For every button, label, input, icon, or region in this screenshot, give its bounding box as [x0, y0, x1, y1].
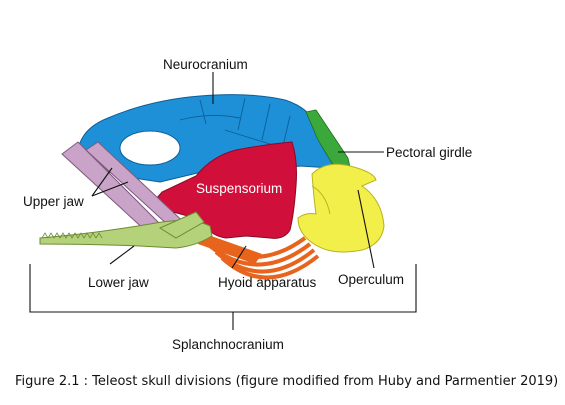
- suspensorium-region: [149, 141, 297, 239]
- upper-jaw-leader-2: [91, 181, 129, 197]
- upper-jaw-leader: [91, 167, 113, 197]
- figure-caption: Figure 2.1 : Teleost skull divisions (fi…: [15, 374, 558, 389]
- neurocranium-suture: [179, 97, 291, 151]
- opercular-notch: [311, 185, 331, 215]
- operculum-shape: [297, 163, 385, 253]
- operculum-label: Operculum: [338, 272, 404, 287]
- hyoid-ceratohyal: [198, 232, 262, 264]
- hyoid-apparatus-leader: [231, 245, 247, 269]
- pectoral-girdle-label: Pectoral girdle: [386, 145, 472, 160]
- hyoid-apparatus-label: Hyoid apparatus: [218, 275, 317, 290]
- hyoid-arc: [220, 254, 320, 280]
- operculum-region: [297, 163, 385, 253]
- suspensorium-label: Suspensorium: [196, 181, 282, 196]
- lower-jaw-leader: [109, 245, 135, 265]
- operculum-leader: [357, 189, 375, 269]
- splanchnocranium-bracket: [29, 264, 417, 313]
- lower-jaw-region: [39, 211, 213, 249]
- splanchnocranium-label: Splanchnocranium: [172, 337, 284, 352]
- lower-jaw-label: Lower jaw: [88, 275, 149, 290]
- orbit: [119, 130, 181, 166]
- hyoid-apparatus-region: [198, 232, 320, 280]
- lower-jaw-coronoid: [158, 211, 205, 239]
- suspensorium-shape: [149, 141, 297, 239]
- neurocranium-label: Neurocranium: [163, 57, 248, 72]
- upper-jaw-label: Upper jaw: [23, 194, 84, 209]
- lower-jaw-teeth: [41, 232, 103, 239]
